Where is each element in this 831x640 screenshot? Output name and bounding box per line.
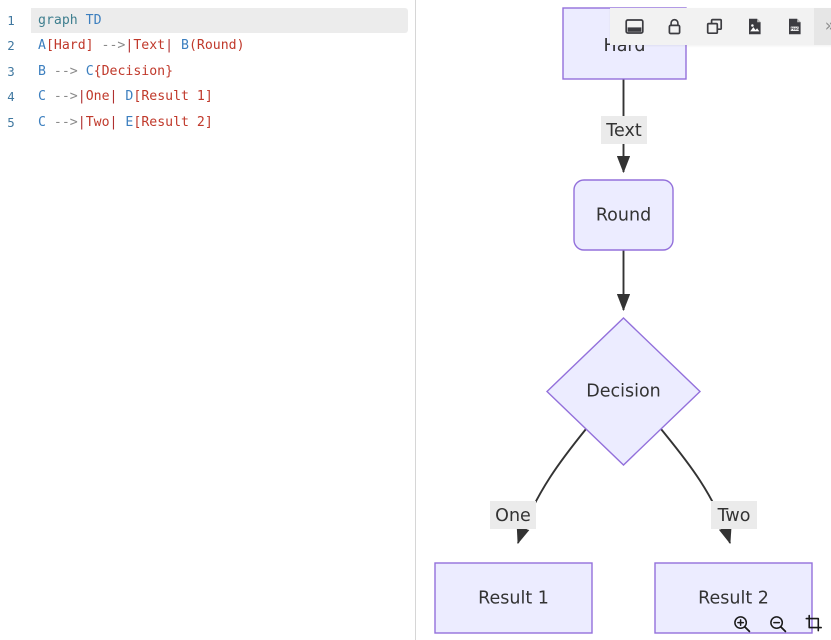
edge-label-bg xyxy=(490,501,536,529)
code-token: A xyxy=(38,38,46,54)
code-token: C xyxy=(38,89,46,105)
code-token: D xyxy=(125,89,134,105)
diagram-toolbar[interactable]: PNG » xyxy=(610,8,831,45)
code-token xyxy=(46,89,54,104)
code-token: | xyxy=(125,38,134,54)
code-token: graph xyxy=(38,13,78,28)
code-line-text[interactable]: C -->|One| D[Result 1] xyxy=(38,84,213,109)
line-number: 1 xyxy=(7,13,15,28)
code-token xyxy=(173,38,181,53)
zoom-out-icon[interactable] xyxy=(767,613,789,635)
code-token: [Result 2] xyxy=(133,114,213,130)
code-token: One xyxy=(85,89,110,105)
code-lines[interactable]: 1 graph TD 2 A[Hard] -->|Text| B(Round) … xyxy=(0,8,415,135)
edge-label-text: Text xyxy=(601,116,647,144)
code-token: E xyxy=(125,114,134,130)
code-line[interactable]: 3 B --> C{Decision} xyxy=(0,59,415,84)
code-line-text[interactable]: B --> C{Decision} xyxy=(38,59,173,84)
code-token: | xyxy=(109,89,118,105)
code-token xyxy=(94,38,102,53)
line-number: 4 xyxy=(7,89,15,105)
code-token: C xyxy=(38,114,46,130)
active-line-highlight xyxy=(31,8,408,34)
code-token: {Decision} xyxy=(93,63,174,79)
code-line[interactable]: 5 C -->|Two| E[Result 2] xyxy=(0,110,415,135)
fit-view-icon[interactable] xyxy=(614,8,654,45)
code-token xyxy=(78,64,86,79)
code-token: Text xyxy=(133,38,166,54)
edge-label-one: One xyxy=(490,501,536,529)
edge-label: One xyxy=(495,506,531,526)
node-E-result-2[interactable]: Result 2 xyxy=(654,562,813,634)
export-png-icon[interactable]: PNG xyxy=(774,8,814,45)
code-token: [Hard] xyxy=(45,38,94,54)
node-D-result-1[interactable]: Result 1 xyxy=(434,562,593,634)
diagram-preview-pane[interactable]: Hard Round Decision Result 1 Result 2 xyxy=(415,0,831,640)
code-line-text[interactable]: A[Hard] -->|Text| B(Round) xyxy=(38,33,245,58)
edge-label-two: Two xyxy=(711,501,757,529)
code-token xyxy=(46,64,54,79)
node-label: Result 2 xyxy=(698,589,769,609)
node-C-decision[interactable]: Decision xyxy=(545,317,702,466)
edge-label-bg xyxy=(711,501,757,529)
code-token: | xyxy=(109,114,118,130)
pane-splitter[interactable] xyxy=(415,0,416,640)
code-line-text[interactable]: C -->|Two| E[Result 2] xyxy=(38,110,213,135)
code-token: TD xyxy=(85,13,102,28)
code-token xyxy=(46,115,54,130)
edge-label-bg xyxy=(601,116,647,144)
edge-label: Text xyxy=(605,121,642,141)
code-token xyxy=(78,13,86,28)
code-line-text[interactable]: graph TD xyxy=(38,8,102,33)
code-token: --> xyxy=(53,63,78,79)
node-shape-rect[interactable] xyxy=(434,562,593,634)
line-number: 2 xyxy=(7,38,15,54)
code-token: B xyxy=(181,38,189,54)
code-token: | xyxy=(77,89,86,105)
code-line[interactable]: 4 C -->|One| D[Result 1] xyxy=(0,84,415,109)
code-token: (Round) xyxy=(188,38,245,54)
node-label: Round xyxy=(596,206,651,226)
edge-label: Two xyxy=(717,506,751,526)
code-token: C xyxy=(85,63,94,79)
export-svg-icon[interactable] xyxy=(734,8,774,45)
node-shape-rect[interactable] xyxy=(654,562,813,634)
code-token: Two xyxy=(85,114,110,130)
line-number: 3 xyxy=(7,63,15,79)
code-line[interactable]: 1 graph TD xyxy=(0,8,415,34)
code-token: [Result 1] xyxy=(133,89,213,105)
zoom-in-icon[interactable] xyxy=(731,613,753,635)
toolbar-more-button[interactable]: » xyxy=(814,8,831,45)
node-label: Result 1 xyxy=(478,589,549,609)
line-number: 5 xyxy=(7,114,15,130)
node-shape-round[interactable] xyxy=(573,179,674,251)
node-shape-diamond[interactable] xyxy=(545,317,702,466)
code-token: --> xyxy=(53,89,78,105)
zoom-controls[interactable] xyxy=(731,613,825,635)
code-token: --> xyxy=(101,38,126,54)
svg-text:PNG: PNG xyxy=(790,27,799,31)
code-editor-pane[interactable]: 1 graph TD 2 A[Hard] -->|Text| B(Round) … xyxy=(0,0,415,640)
code-token: | xyxy=(165,38,174,54)
code-token: | xyxy=(77,114,86,130)
fit-crop-icon[interactable] xyxy=(803,613,825,635)
copy-icon[interactable] xyxy=(694,8,734,45)
code-line[interactable]: 2 A[Hard] -->|Text| B(Round) xyxy=(0,33,415,58)
lock-icon[interactable] xyxy=(654,8,694,45)
flowchart-svg: Hard Round Decision Result 1 Result 2 xyxy=(434,7,813,634)
node-label: Decision xyxy=(586,382,661,402)
code-token: --> xyxy=(53,114,78,130)
code-token: B xyxy=(38,63,46,79)
node-B-round[interactable]: Round xyxy=(573,179,674,251)
